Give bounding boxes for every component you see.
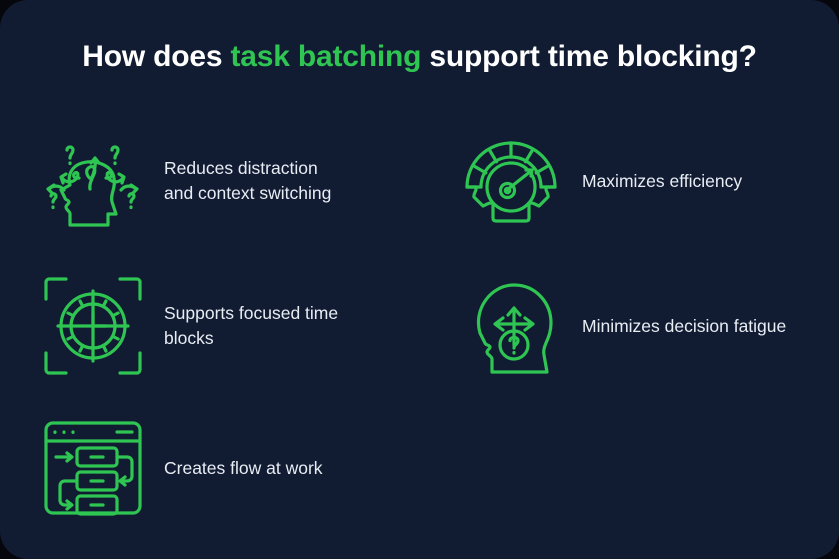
list-item-label: Creates flow at work — [164, 457, 323, 478]
list-item-label: Minimizes decision fatigue — [582, 315, 787, 336]
list-item-creates-flow-at-work: Creates flow at work — [40, 415, 323, 521]
head-with-scattered-thoughts-icon — [40, 128, 146, 234]
head-with-decision-arrows-icon — [458, 273, 564, 379]
browser-workflow-icon — [40, 415, 146, 521]
label-line-1: Reduces distraction — [164, 158, 318, 178]
clock-focus-frame-icon — [40, 273, 146, 379]
title-segment-2: support time blocking? — [421, 40, 757, 73]
list-item-reduces-distraction: Reduces distraction and context switchin… — [40, 128, 331, 234]
list-item-label: Reduces distraction and context switchin… — [164, 156, 331, 206]
speedometer-gear-icon — [458, 128, 564, 234]
title-segment-1: How does — [82, 40, 231, 73]
benefits-grid: Reduces distraction and context switchin… — [0, 110, 839, 550]
label-line-2: blocks — [164, 328, 214, 348]
label-line-2: and context switching — [164, 183, 332, 203]
list-item-supports-focused-time-blocks: Supports focused time blocks — [40, 273, 338, 379]
title-accent-segment: task batching — [230, 40, 422, 73]
list-item-maximizes-efficiency: Maximizes efficiency — [458, 128, 742, 234]
label-line-1: Supports focused time — [164, 303, 339, 323]
list-item-label: Maximizes efficiency — [582, 170, 743, 191]
page-title: How does task batching support time bloc… — [0, 40, 839, 74]
list-item-minimizes-decision-fatigue: Minimizes decision fatigue — [458, 273, 786, 379]
list-item-label: Supports focused time blocks — [164, 301, 338, 351]
